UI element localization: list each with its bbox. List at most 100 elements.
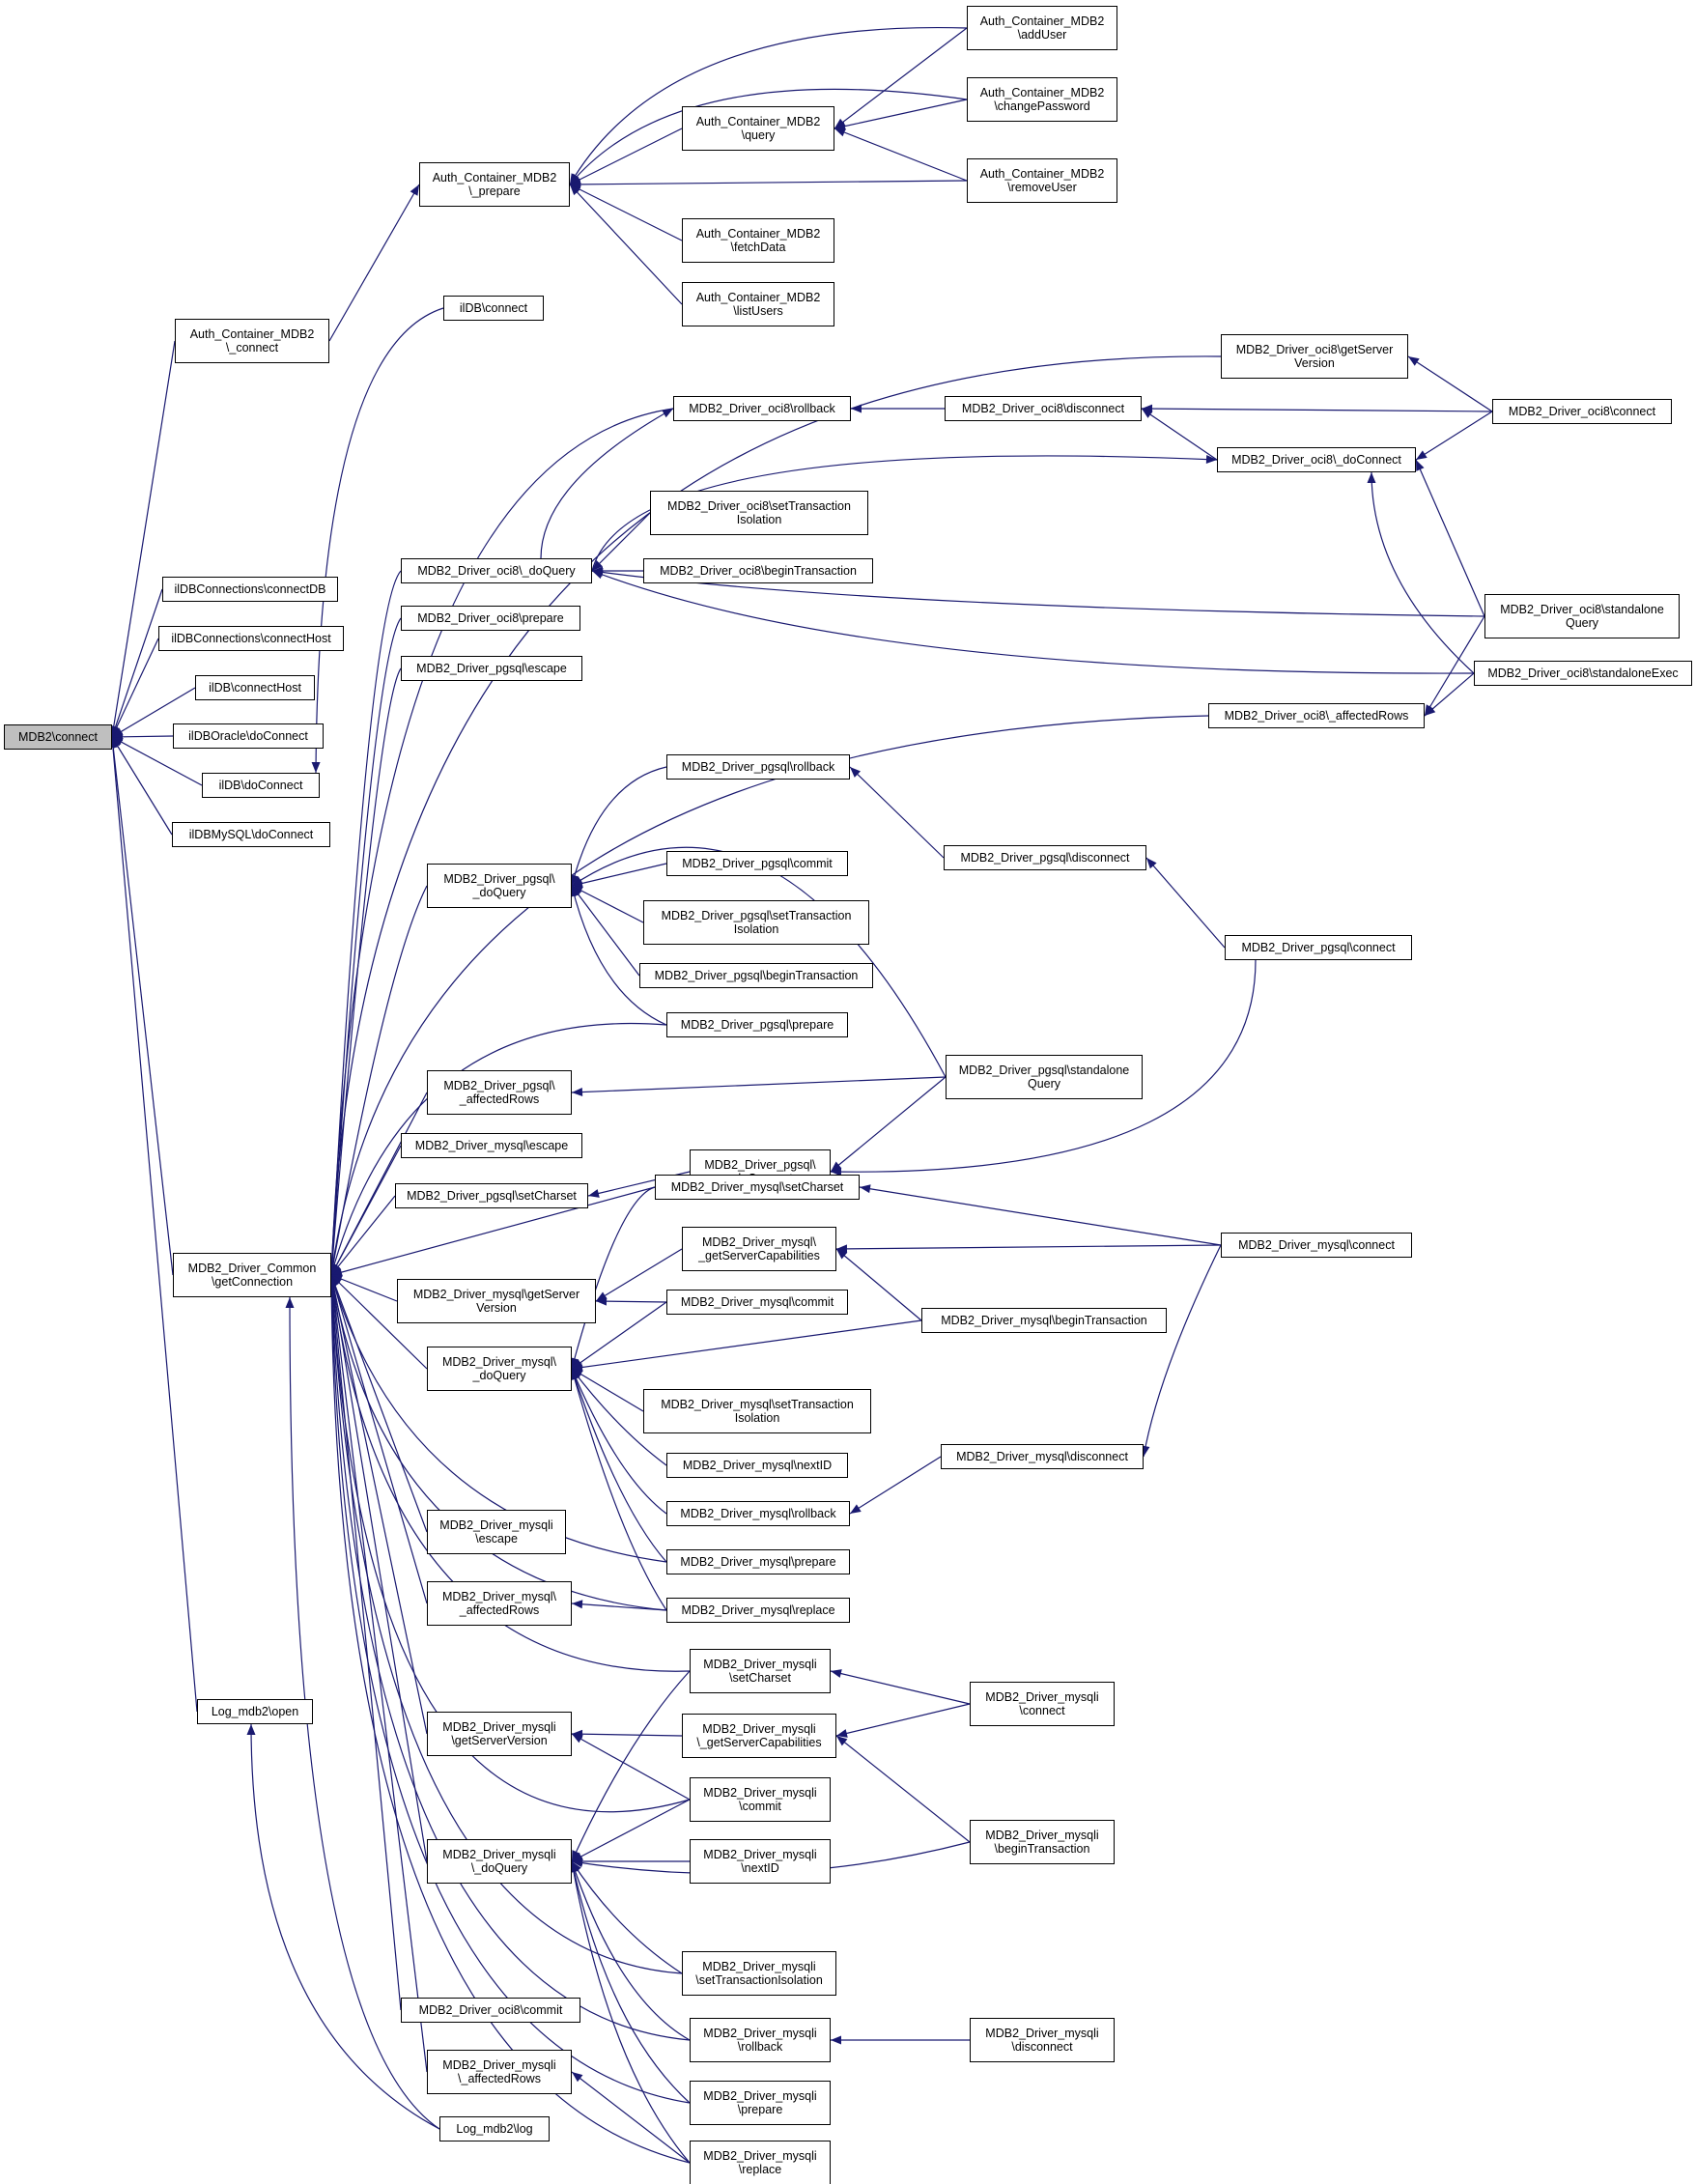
node-ildbc-connecthost[interactable]: ilDBConnections\connectHost <box>158 626 344 651</box>
node-oci8-begintrans[interactable]: MDB2_Driver_oci8\beginTransaction <box>643 558 873 583</box>
node-acm-removeuser[interactable]: Auth_Container_MDB2\removeUser <box>967 158 1117 203</box>
node-oci8-doquery[interactable]: MDB2_Driver_oci8\_doQuery <box>401 558 592 583</box>
arrowhead-acm_prepare <box>410 184 419 196</box>
node-mysqli-nextid[interactable]: MDB2_Driver_mysqli\nextID <box>690 1839 831 1884</box>
node-label: \getConnection <box>211 1275 294 1289</box>
node-acm-query[interactable]: Auth_Container_MDB2\query <box>682 106 834 151</box>
node-pgsql-commit[interactable]: MDB2_Driver_pgsql\commit <box>666 851 848 876</box>
node-mysqli-doquery[interactable]: MDB2_Driver_mysqli\_doQuery <box>427 1839 572 1884</box>
node-pgsql-prepare[interactable]: MDB2_Driver_pgsql\prepare <box>666 1012 848 1037</box>
node-mysql-nextid[interactable]: MDB2_Driver_mysql\nextID <box>666 1453 848 1478</box>
node-ildbc-connectdb[interactable]: ilDBConnections\connectDB <box>162 577 338 602</box>
node-ildb-doconnect[interactable]: ilDB\doConnect <box>202 773 320 798</box>
node-pgsql-setcharset[interactable]: MDB2_Driver_pgsql\setCharset <box>395 1183 588 1208</box>
node-acm-adduser[interactable]: Auth_Container_MDB2\addUser <box>967 6 1117 50</box>
edge-mysqli_setcharset-to-common_getconn <box>330 1274 691 1672</box>
node-pgsql-begintrans[interactable]: MDB2_Driver_pgsql\beginTransaction <box>639 963 873 988</box>
node-mysqli-replace[interactable]: MDB2_Driver_mysqli\replace <box>690 2141 831 2184</box>
arrowhead-acm_prepare <box>570 184 580 196</box>
node-pgsql-escape[interactable]: MDB2_Driver_pgsql\escape <box>401 656 582 681</box>
node-label: ilDBMySQL\doConnect <box>188 828 314 841</box>
node-pgsql-affectedrows[interactable]: MDB2_Driver_pgsql\_affectedRows <box>427 1070 572 1115</box>
node-pgsql-disconnect[interactable]: MDB2_Driver_pgsql\disconnect <box>944 845 1146 870</box>
node-pgsql-rollback[interactable]: MDB2_Driver_pgsql\rollback <box>666 754 850 780</box>
node-log-log[interactable]: Log_mdb2\log <box>439 2116 550 2141</box>
node-mysql-connect[interactable]: MDB2_Driver_mysql\connect <box>1221 1233 1412 1258</box>
edge-mysql_connect-to-mysql_disconnect <box>1143 1244 1222 1458</box>
node-oci8-affectedrows[interactable]: MDB2_Driver_oci8\_affectedRows <box>1208 703 1425 728</box>
node-mysql-escape[interactable]: MDB2_Driver_mysql\escape <box>401 1133 582 1158</box>
node-mysqli-disconnect[interactable]: MDB2_Driver_mysqli\disconnect <box>970 2018 1115 2062</box>
node-label: \listUsers <box>733 304 783 318</box>
node-mysqli-begintrans[interactable]: MDB2_Driver_mysqli\beginTransaction <box>970 1820 1115 1864</box>
edge-oci8_settransiso-to-oci8_doquery <box>591 512 651 572</box>
node-mysql-prepare[interactable]: MDB2_Driver_mysql\prepare <box>666 1549 850 1574</box>
node-acm-listusers[interactable]: Auth_Container_MDB2\listUsers <box>682 282 834 326</box>
node-mysql-begintrans[interactable]: MDB2_Driver_mysql\beginTransaction <box>921 1308 1167 1333</box>
node-mysqli-prepare[interactable]: MDB2_Driver_mysqli\prepare <box>690 2081 831 2125</box>
node-log-open[interactable]: Log_mdb2\open <box>197 1699 313 1724</box>
node-mysql-getservercaps[interactable]: MDB2_Driver_mysql\_getServerCapabilities <box>682 1227 836 1271</box>
node-acm-connect[interactable]: Auth_Container_MDB2\_connect <box>175 319 329 363</box>
node-mysql-affectedrows[interactable]: MDB2_Driver_mysql\_affectedRows <box>427 1581 572 1626</box>
node-common-getconn[interactable]: MDB2_Driver_Common\getConnection <box>173 1253 331 1297</box>
node-mysqli-commit[interactable]: MDB2_Driver_mysqli\commit <box>690 1777 831 1822</box>
node-label: MDB2_Driver_mysqli <box>442 1720 556 1734</box>
node-mysql-doquery[interactable]: MDB2_Driver_mysql\_doQuery <box>427 1347 572 1391</box>
node-mysql-commit[interactable]: MDB2_Driver_mysql\commit <box>666 1290 848 1315</box>
node-mdb2-connect[interactable]: MDB2\connect <box>4 724 112 750</box>
node-mysql-rollback[interactable]: MDB2_Driver_mysql\rollback <box>666 1501 850 1526</box>
arrowhead-acm_query <box>834 128 846 137</box>
node-acm-fetchdata[interactable]: Auth_Container_MDB2\fetchData <box>682 218 834 263</box>
node-acm-prepare[interactable]: Auth_Container_MDB2\_prepare <box>419 162 570 207</box>
node-ildb-connecthost[interactable]: ilDB\connectHost <box>195 675 315 700</box>
node-oci8-rollback[interactable]: MDB2_Driver_oci8\rollback <box>673 396 851 421</box>
edge-log_open-to-mdb2_connect <box>111 736 198 1713</box>
node-ildbmysql-doconnect[interactable]: ilDBMySQL\doConnect <box>172 822 330 847</box>
arrowhead-mdb2_connect <box>112 725 121 737</box>
node-mysqli-setcharset[interactable]: MDB2_Driver_mysqli\setCharset <box>690 1649 831 1693</box>
node-mysqli-rollback[interactable]: MDB2_Driver_mysqli\rollback <box>690 2018 831 2062</box>
node-label: MDB2_Driver_pgsql\rollback <box>681 760 835 774</box>
node-mysqli-getservercaps[interactable]: MDB2_Driver_mysqli\_getServerCapabilitie… <box>682 1714 836 1758</box>
edge-mysql_commit-to-mysql_getserverversion <box>595 1300 667 1303</box>
node-oci8-prepare[interactable]: MDB2_Driver_oci8\prepare <box>401 606 580 631</box>
node-mysqli-affectedrows[interactable]: MDB2_Driver_mysqli\_affectedRows <box>427 2050 572 2094</box>
node-mysqli-escape[interactable]: MDB2_Driver_mysqli\escape <box>427 1510 566 1554</box>
node-oci8-commit[interactable]: MDB2_Driver_oci8\commit <box>401 1998 580 2023</box>
node-oci8-standaloneexec[interactable]: MDB2_Driver_oci8\standaloneExec <box>1474 661 1692 686</box>
node-label: MDB2_Driver_Common <box>187 1262 317 1275</box>
node-label: \_connect <box>225 341 279 355</box>
node-label: MDB2_Driver_mysqli <box>702 1960 816 1973</box>
node-oci8-disconnect[interactable]: MDB2_Driver_oci8\disconnect <box>945 396 1142 421</box>
node-pgsql-connect[interactable]: MDB2_Driver_pgsql\connect <box>1225 935 1412 960</box>
node-mysql-setcharset[interactable]: MDB2_Driver_mysql\setCharset <box>655 1175 860 1200</box>
node-label: MDB2_Driver_mysqli <box>703 2027 817 2040</box>
node-acm-changepw[interactable]: Auth_Container_MDB2\changePassword <box>967 77 1117 122</box>
arrowhead-pgsql_doquery <box>572 876 583 886</box>
node-ildboracle-doconnect[interactable]: ilDBOracle\doConnect <box>173 723 324 749</box>
node-mysqli-getserverversion[interactable]: MDB2_Driver_mysqli\getServerVersion <box>427 1712 572 1756</box>
arrowhead-pgsql_doconnect <box>831 1161 842 1172</box>
node-ildb-connect[interactable]: ilDB\connect <box>443 296 544 321</box>
node-mysqli-settransiso[interactable]: MDB2_Driver_mysqli\setTransactionIsolati… <box>682 1951 836 1996</box>
node-oci8-doconnect[interactable]: MDB2_Driver_oci8\_doConnect <box>1217 447 1416 472</box>
edge-acm_fetchdata-to-acm_prepare <box>569 184 683 241</box>
edge-mysql_begintrans-to-mysql_getservercaps <box>835 1248 922 1321</box>
node-mysqli-connect[interactable]: MDB2_Driver_mysqli\connect <box>970 1682 1115 1726</box>
node-oci8-connect[interactable]: MDB2_Driver_oci8\connect <box>1492 399 1672 424</box>
node-mysql-replace[interactable]: MDB2_Driver_mysql\replace <box>666 1598 850 1623</box>
node-mysql-disconnect[interactable]: MDB2_Driver_mysql\disconnect <box>941 1444 1144 1469</box>
edge-mysql_escape-to-common_getconn <box>330 1145 402 1276</box>
node-label: \removeUser <box>1007 181 1077 194</box>
edge-mysql_setcharset-to-common_getconn <box>330 1186 656 1276</box>
node-pgsql-doquery[interactable]: MDB2_Driver_pgsql\_doQuery <box>427 864 572 908</box>
node-label: MDB2_Driver_mysqli <box>439 1518 553 1532</box>
